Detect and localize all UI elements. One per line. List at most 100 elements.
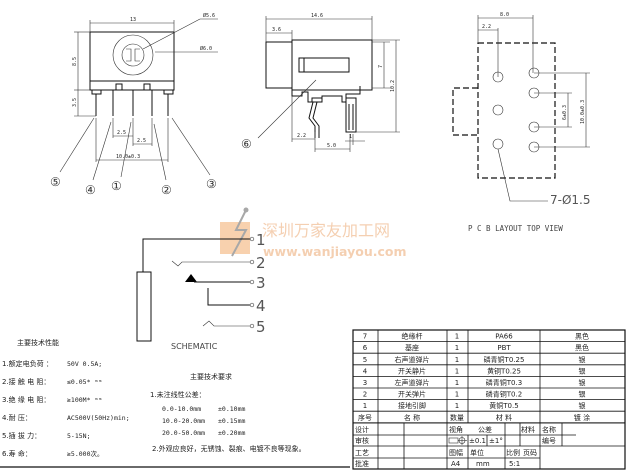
dim-pin-width: 1 <box>349 134 352 140</box>
bom-cell-finish: 银 <box>579 401 586 410</box>
bom-cell-finish: 黑色 <box>575 332 589 341</box>
bom-cell-material: PA66 <box>495 333 513 341</box>
dim-height-a: 7 <box>378 65 384 68</box>
dim-inner-dia: Ø6.0 <box>200 45 212 52</box>
bom-cell-finish: 黑色 <box>575 343 589 352</box>
bom-cell-no: 1 <box>363 402 367 410</box>
sheet-value: A4 <box>451 460 461 468</box>
label-design: 设计 <box>355 425 369 434</box>
spec-value: ≤0.05* ᵐᵐ <box>67 378 102 386</box>
bom-cell-material: 材 料 <box>496 413 512 422</box>
bom-row: 3 左声道弹片 1 磷青铜T0.3 银 <box>353 378 625 389</box>
bom-row: 1 接地引脚 1 黄铜T0.5 银 <box>353 401 625 412</box>
spec-label: 3.绝 缘 电 阻： <box>2 395 50 404</box>
bom-cell-name: 基座 <box>405 343 419 352</box>
bom-cell-name: 绝缘杆 <box>402 332 423 341</box>
bom-cell-material: 磷青铜T0.25 <box>484 355 525 364</box>
unit-value: mm <box>476 460 490 468</box>
label-scale: 比例 <box>506 448 520 457</box>
bom-cell-material: 黄铜T0.5 <box>489 401 518 410</box>
watermark-url: www.wanjiayou.com <box>263 244 407 259</box>
dim-length: 14.6 <box>311 13 323 19</box>
dim-pin-gap: 5.0 <box>327 143 336 149</box>
tolerance-range: 10.0-20.0mm <box>162 417 205 425</box>
pcb-layout-title: P C B LAYOUT TOP VIEW <box>468 224 563 233</box>
bom-cell-material: 磷青铜T0.2 <box>486 390 522 399</box>
pin-2-label: 2 <box>256 254 266 272</box>
spec-value: 5-15N; <box>67 432 90 440</box>
bom-cell-qty: 1 <box>455 402 459 410</box>
tolerance-range: 20.0-50.0mm <box>162 429 205 437</box>
bom-cell-finish: 银 <box>579 378 586 387</box>
tolerance-range: 0.0-10.0mm <box>162 405 201 413</box>
watermark: 深圳万家友加工网 www.wanjiayou.com <box>220 207 407 259</box>
bom-cell-qty: 数量 <box>450 413 464 422</box>
bom-cell-no: 3 <box>363 379 367 387</box>
bom-cell-name: 开关弹片 <box>398 390 426 399</box>
watermark-name: 深圳万家友加工网 <box>262 221 390 240</box>
title-block: 设计 审核 工艺 批准 视角 公差 材料 名称 ±0.1 ±1° 编号 图幅 单… <box>352 329 626 470</box>
tolerance-linear: ±0.1 <box>469 437 486 445</box>
spec-value: ≥100M* ᵐᵐ <box>67 396 102 404</box>
bom-cell-finish: 银 <box>579 355 586 364</box>
dim-pin-length: 3.5 <box>72 98 78 107</box>
scale-value: 5:1 <box>509 460 520 468</box>
bom-cell-finish: 银 <box>579 366 586 375</box>
bom-cell-material: 磷青铜T0.3 <box>486 378 522 387</box>
dim-pin-offset: 2.2 <box>297 133 306 139</box>
bom-cell-name: 开关静片 <box>398 366 426 375</box>
dim-span: 10.0±0.3 <box>116 154 140 160</box>
requirement-2: 2.外观应良好，无锈蚀、裂痕、电镀不良等现象。 <box>152 444 306 453</box>
bom-cell-name: 左声道弹片 <box>395 378 430 387</box>
bom-cell-qty: 1 <box>455 379 459 387</box>
pin-1-label: 1 <box>256 231 266 249</box>
spec-label: 4.耐 压： <box>2 413 32 422</box>
bom-cell-no: 6 <box>363 344 368 352</box>
requirements-heading: 主要技术要求 <box>190 372 232 381</box>
spec-value: ≥5.000次。 <box>67 449 103 458</box>
side-view: 14.6 3.6 7 10.2 2.2 5.0 1 ⑥ <box>241 13 400 152</box>
spec-label: 5.插 拔 力： <box>2 431 41 440</box>
dim-pcb-width: 8.0 <box>500 12 509 18</box>
bom-cell-finish: 银 <box>579 390 586 399</box>
label-name: 名称 <box>542 425 556 434</box>
schematic: 1 2 3 4 5 SCHEMATIC <box>136 231 266 351</box>
bom-cell-name: 名 称 <box>404 413 420 422</box>
label-number: 编号 <box>542 436 556 445</box>
performance-heading: 主要技术性能 <box>17 338 59 347</box>
balloon-1: ① <box>111 179 122 193</box>
label-review: 审核 <box>355 436 369 445</box>
bom-cell-qty: 1 <box>455 333 459 341</box>
dim-outer-dia: Ø5.6 <box>203 12 215 19</box>
pin-4-label: 4 <box>256 297 266 315</box>
projection-symbol <box>448 436 467 445</box>
balloon-2: ② <box>161 183 172 197</box>
label-tolerance: 公差 <box>478 425 492 434</box>
dim-pitch-inner: 6±0.3 <box>562 105 568 120</box>
pin-3-label: 3 <box>256 274 266 292</box>
spec-label: 1.额定电负荷 ： <box>2 359 53 368</box>
tolerance-value: ±0.15mm <box>218 417 245 425</box>
bom-cell-finish: 镀 涂 <box>574 413 590 422</box>
bom-cell-no: 4 <box>363 367 368 375</box>
spec-value: 50V 0.5A; <box>67 360 102 368</box>
balloon-6: ⑥ <box>241 137 252 151</box>
bom-cell-qty: 1 <box>455 391 459 399</box>
label-sheet: 图幅 <box>449 448 463 457</box>
bom-header: 序号 名 称 数量 材 料 镀 涂 <box>353 413 625 424</box>
bom-cell-name: 接地引脚 <box>398 401 426 410</box>
label-process: 工艺 <box>355 449 369 457</box>
label-approve: 批准 <box>355 459 369 468</box>
bom-cell-qty: 1 <box>455 367 459 375</box>
bom-cell-qty: 1 <box>455 356 459 364</box>
performance-specs: 主要技术性能 1.额定电负荷 ： 50V 0.5A; 2.接 触 电 阻： ≤0… <box>2 338 130 458</box>
dim-pitch-b: 2.5 <box>137 138 146 144</box>
bom-cell-no: 序号 <box>358 413 372 422</box>
balloon-5: ⑤ <box>50 175 61 189</box>
